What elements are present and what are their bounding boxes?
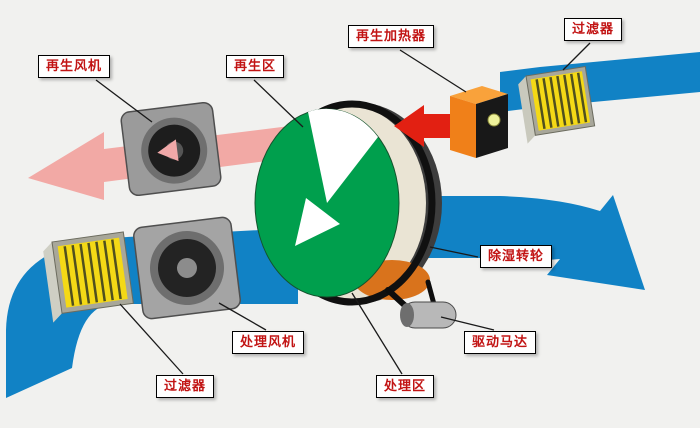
regen-heater-unit	[450, 86, 508, 158]
filter-bottom-pleats	[63, 239, 122, 306]
hot-air-arrow	[394, 105, 455, 147]
filter-top-pleats	[535, 72, 588, 129]
heater-left-face	[450, 96, 476, 158]
leader-filter-bottom	[119, 303, 184, 375]
label-dehumid-wheel: 除湿转轮	[480, 245, 553, 268]
exhaust-arrowhead-icon	[157, 139, 179, 162]
leader-drive-motor	[440, 316, 495, 331]
wheel-rotation-arrow-icon	[295, 198, 340, 246]
label-process-fan: 处理风机	[232, 331, 305, 354]
heater-indicator-icon	[487, 113, 501, 127]
process-fan-unit	[133, 216, 241, 320]
label-regen-heater: 再生加热器	[348, 25, 435, 48]
leader-regen-zone	[253, 79, 304, 128]
filter-bottom-unit	[43, 231, 134, 323]
regen-sector-wedge	[308, 108, 378, 203]
leader-regen-heater	[399, 49, 467, 93]
leader-lines	[95, 42, 591, 375]
leader-process-zone	[351, 292, 403, 375]
leader-regen-fan	[95, 79, 153, 123]
leader-filter-top	[562, 42, 591, 71]
filter-top-unit	[518, 66, 596, 144]
heater-top-face	[450, 86, 508, 104]
process-fan-hub	[177, 258, 197, 278]
process-air-outlet-arrow	[388, 195, 645, 290]
desiccant-wheel	[254, 100, 442, 306]
motor-end-cap	[400, 303, 414, 327]
label-filter-bottom: 过滤器	[156, 375, 215, 398]
label-regen-fan: 再生风机	[38, 55, 111, 78]
label-regen-zone: 再生区	[226, 55, 285, 78]
label-filter-top: 过滤器	[564, 18, 623, 41]
regen-fan-unit	[120, 101, 222, 197]
drive-motor-unit	[400, 301, 457, 329]
filter-bottom-side	[43, 242, 63, 323]
leader-dehumid-wheel	[429, 246, 479, 258]
label-drive-motor: 驱动马达	[464, 331, 537, 354]
filter-top-side	[518, 76, 536, 144]
label-process-zone: 处理区	[376, 375, 435, 398]
leader-process-fan	[218, 302, 267, 331]
